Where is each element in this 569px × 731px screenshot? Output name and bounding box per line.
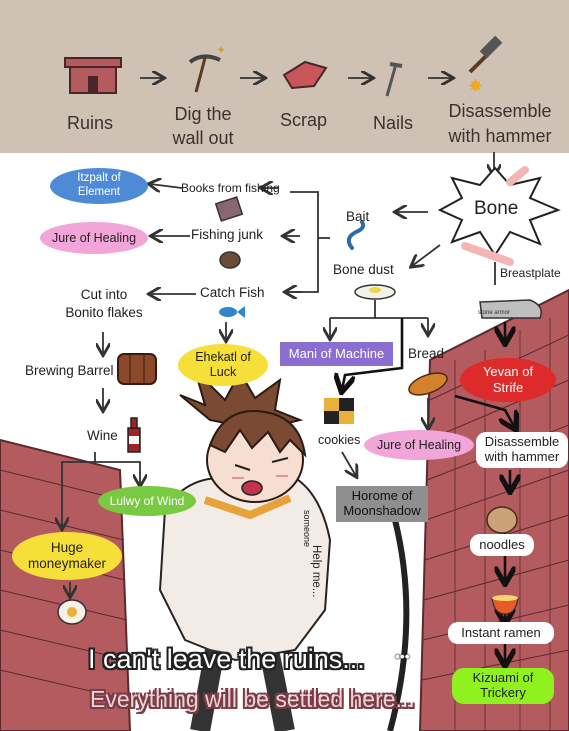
kizuami-badge: Kizuami of Trickery [452, 668, 554, 704]
caption-dots: ••• [395, 648, 410, 664]
horome-line1: Horome of [351, 488, 413, 504]
fishing-junk-label: Fishing junk [191, 227, 264, 242]
cut-bonito-label: Cut into Bonito flakes [56, 286, 152, 322]
horome-badge: Horome of Moonshadow [336, 486, 428, 522]
svg-text:stone armor: stone armor [478, 310, 510, 316]
breastplate-label: Breastplate [500, 266, 561, 280]
disassemble-top-label: Disassemble with hammer [440, 99, 560, 149]
svg-text:✸: ✸ [468, 76, 483, 96]
dig-wall-line1: Dig the [174, 104, 232, 124]
bone-burst-icon [437, 166, 561, 266]
mani-of-machine-badge: Mani of Machine [280, 342, 393, 366]
ramen-bowl-icon [491, 595, 519, 615]
worm-icon [346, 220, 366, 250]
itzpalt-line1: Itzpalt of [77, 172, 121, 185]
caption-line1: I can't leave the ruins... [88, 644, 365, 674]
help-me-label: Help me... [310, 545, 322, 598]
ruins-icon [64, 57, 122, 94]
nails-label: Nails [373, 113, 414, 133]
bone-label: Bone [474, 198, 519, 219]
disassemble-top-line1: Disassemble [448, 101, 552, 121]
junk-bag-icon [219, 251, 241, 269]
ruins-label: Ruins [67, 113, 114, 133]
bone-dust-label: Bone dust [333, 262, 394, 277]
wine-bottle-icon [127, 417, 141, 453]
huge-line2: moneymaker [27, 556, 107, 571]
pickaxe-icon: ✦ [188, 43, 226, 93]
huge-moneymaker-badge: Huge moneymaker [12, 532, 122, 580]
brewing-barrel-label: Brewing Barrel [25, 363, 114, 378]
catch-fish-label: Catch Fish [200, 285, 265, 300]
barrel-icon [117, 353, 157, 385]
ehekatl-line2: Luck [209, 365, 237, 379]
wine-label: Wine [87, 428, 118, 443]
scrap-label: Scrap [280, 110, 328, 130]
yevan-badge: Yevan of Strife [460, 358, 556, 402]
huge-line1: Huge [50, 539, 84, 555]
bone-dust-pile [354, 284, 396, 300]
svg-text:✦: ✦ [216, 43, 226, 57]
dig-wall-line2: wall out [172, 128, 234, 148]
cut-bonito-line1: Cut into [80, 287, 128, 302]
yevan-line2: Strife [492, 380, 524, 395]
stone-armor-icon: stone armor [478, 299, 542, 319]
scrap-icon [282, 60, 328, 90]
book-icon [214, 196, 244, 222]
kizuami-line1: Kizuami of [472, 670, 534, 686]
ehekatl-badge: Ehekatl of Luck [178, 344, 268, 386]
noodles-box: noodles [470, 534, 534, 556]
nail-icon [385, 62, 403, 97]
bread-icon [408, 372, 448, 396]
disassemble-hammer-box: Disassemble with hammer [476, 432, 568, 468]
bread-label: Bread [408, 346, 445, 361]
horome-line2: Moonshadow [343, 503, 421, 518]
caption-line2: Everything will be settled here... [90, 686, 415, 712]
itzpalt-badge: Itzpalt of Element [50, 168, 148, 204]
cookies-label: cookies [318, 433, 361, 447]
jure-of-healing-badge-1: Jure of Healing [40, 222, 148, 254]
instant-ramen-box: Instant ramen [448, 622, 554, 644]
hammer-icon: ✸ [468, 35, 503, 96]
cookie-icon [324, 398, 354, 424]
jure-of-healing-badge-2: Jure of Healing [364, 430, 474, 460]
money-bag-icon [57, 599, 87, 625]
yevan-line1: Yevan of [482, 364, 534, 380]
noodles-icon [486, 506, 518, 534]
someone-label: someone [302, 510, 312, 548]
bait-label: Bait [346, 209, 370, 224]
kizuami-line2: Trickery [480, 685, 526, 700]
fish-icon [219, 306, 245, 318]
character-illustration [158, 366, 410, 731]
disassemble-top-line2: with hammer [448, 126, 552, 146]
disassemble-box-line2: with hammer [484, 449, 560, 464]
books-from-fishing-label: Books from fishing [181, 181, 280, 195]
lulwy-badge: Lulwy of Wind [98, 486, 196, 516]
dig-wall-label: Dig the wall out [165, 102, 241, 150]
cut-bonito-line2: Bonito flakes [65, 305, 143, 320]
disassemble-box-line1: Disassemble [484, 434, 560, 450]
ehekatl-line1: Ehekatl of [195, 350, 251, 364]
itzpalt-line2: Element [77, 186, 121, 198]
